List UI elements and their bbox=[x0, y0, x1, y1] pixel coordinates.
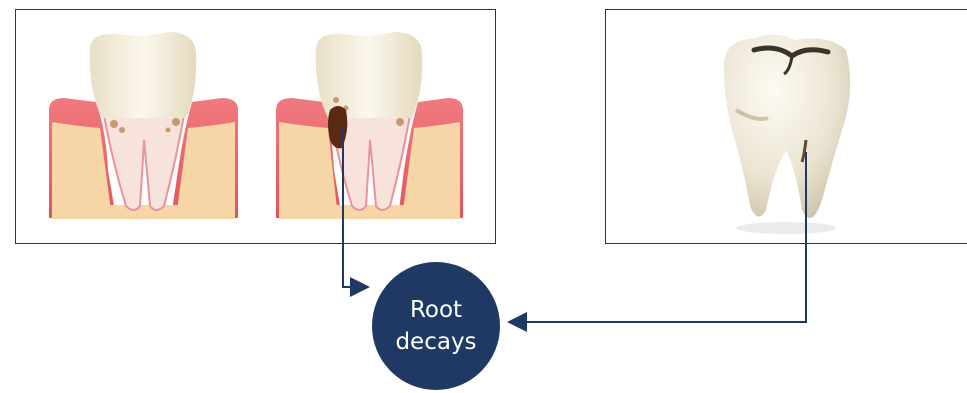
node-label-line2: decays bbox=[395, 326, 476, 358]
node-label-line1: Root bbox=[410, 294, 462, 326]
arrow-from-cross-section bbox=[343, 125, 366, 287]
root-decays-node: Root decays bbox=[372, 262, 500, 390]
arrow-from-molar bbox=[511, 152, 806, 322]
